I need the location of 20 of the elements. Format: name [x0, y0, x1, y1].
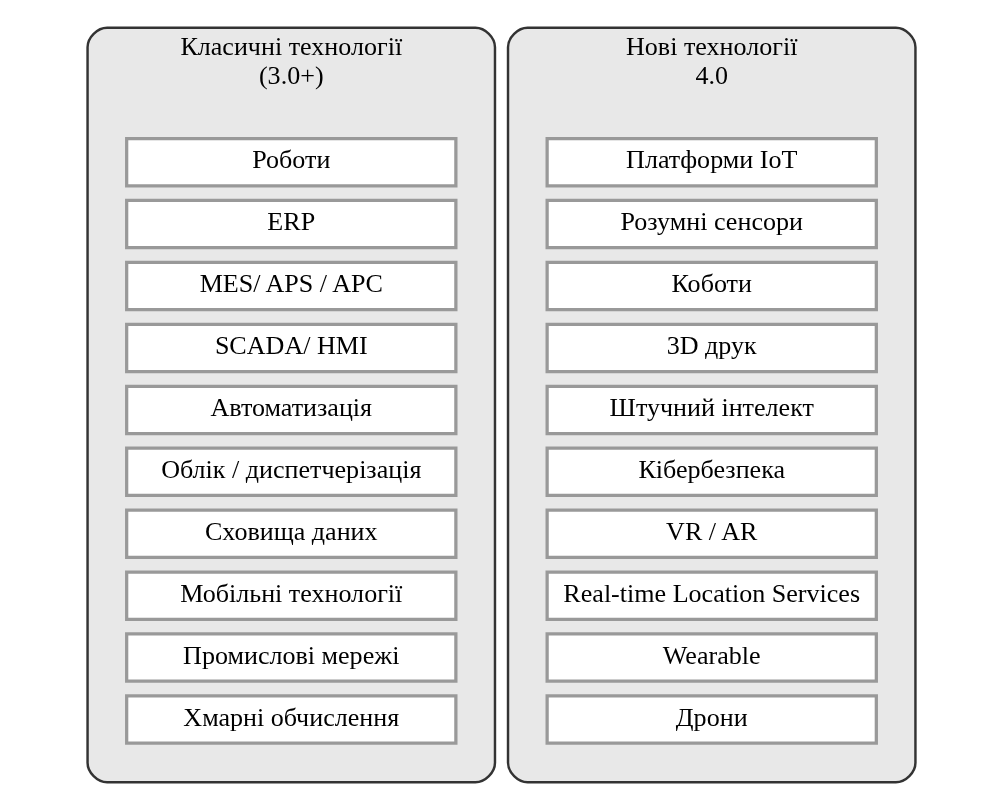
node-box: Мобільні технології [124, 570, 457, 621]
node-box: Розумні сенсори [545, 198, 878, 250]
node-box: Дрони [545, 694, 878, 745]
node-box: Wearable [545, 632, 878, 683]
node-box: Сховища даних [124, 508, 457, 559]
node-box: Роботи [124, 136, 457, 188]
node-box: Автоматизація [124, 384, 457, 436]
node-box: Промислові мережі [124, 632, 457, 683]
node-box: 3D друк [545, 322, 878, 374]
node-box: Платформи IoT [545, 136, 878, 188]
node-box: Облік / диспетчерізація [124, 446, 457, 498]
node-box: Хмарні обчислення [124, 694, 457, 745]
node-box: SCADA/ HMI [124, 322, 457, 374]
node-box: Real-time Location Services [545, 570, 878, 621]
node-box: MES/ APS / APC [124, 260, 457, 312]
node-box: Кібербезпека [545, 446, 878, 498]
node-box: Коботи [545, 260, 878, 312]
node-box: ERP [124, 198, 457, 250]
node-box: VR / AR [545, 508, 878, 559]
node-box: Штучний інтелект [545, 384, 878, 436]
